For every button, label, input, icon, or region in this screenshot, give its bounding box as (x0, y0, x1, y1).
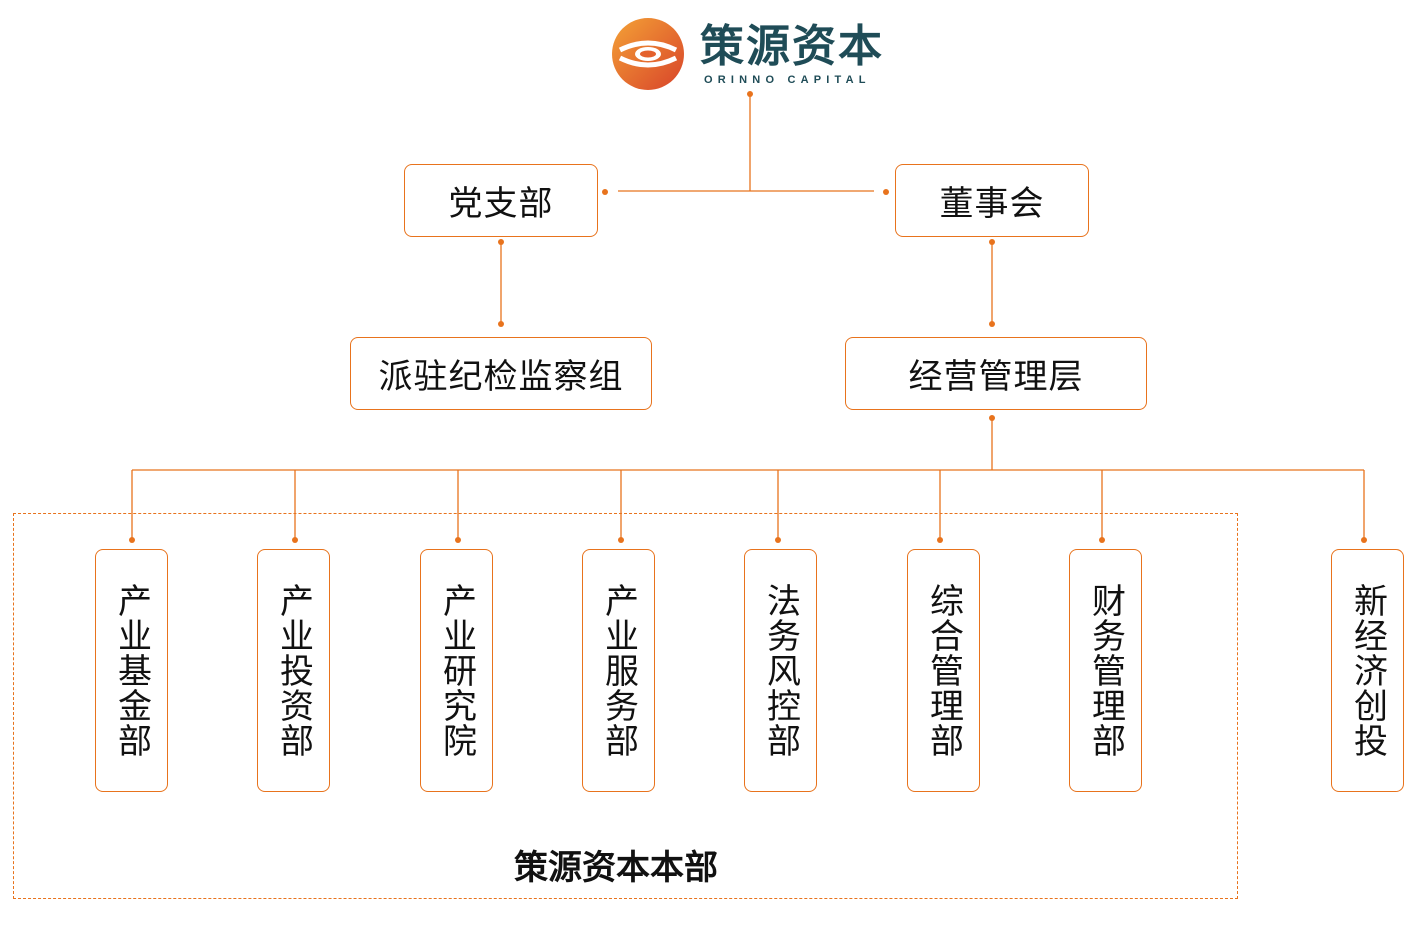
connector-dot (1361, 537, 1367, 543)
company-logo: 策源资本 ORINNO CAPITAL (610, 16, 900, 92)
connector-dot (989, 239, 995, 245)
connector-dot (498, 321, 504, 327)
headquarters-group-label: 策源资本本部 (514, 848, 718, 888)
dept-industry-fund: 产业基金部 (95, 549, 168, 792)
dept-industry-investment: 产业投资部 (257, 549, 330, 792)
logo-name: 策源资本 (700, 21, 884, 72)
headquarters-group-box (13, 513, 1238, 899)
dept-legal-risk: 法务风控部 (744, 549, 817, 792)
node-management: 经营管理层 (845, 337, 1147, 410)
dept-industry-research: 产业研究院 (420, 549, 493, 792)
logo-mark-icon (612, 18, 684, 90)
dept-general-admin: 综合管理部 (907, 549, 980, 792)
dept-industry-service: 产业服务部 (582, 549, 655, 792)
connector-dot (602, 189, 608, 195)
node-party-branch: 党支部 (404, 164, 598, 237)
connector-dot (498, 239, 504, 245)
node-board: 董事会 (895, 164, 1089, 237)
dept-new-economy-vc: 新经济创投 (1331, 549, 1404, 792)
dept-finance: 财务管理部 (1069, 549, 1142, 792)
connector-dot (989, 415, 995, 421)
node-discipline-group: 派驻纪检监察组 (350, 337, 652, 410)
logo-subtitle: ORINNO CAPITAL (704, 74, 871, 86)
connector-dot (883, 189, 889, 195)
connector-dot (989, 321, 995, 327)
